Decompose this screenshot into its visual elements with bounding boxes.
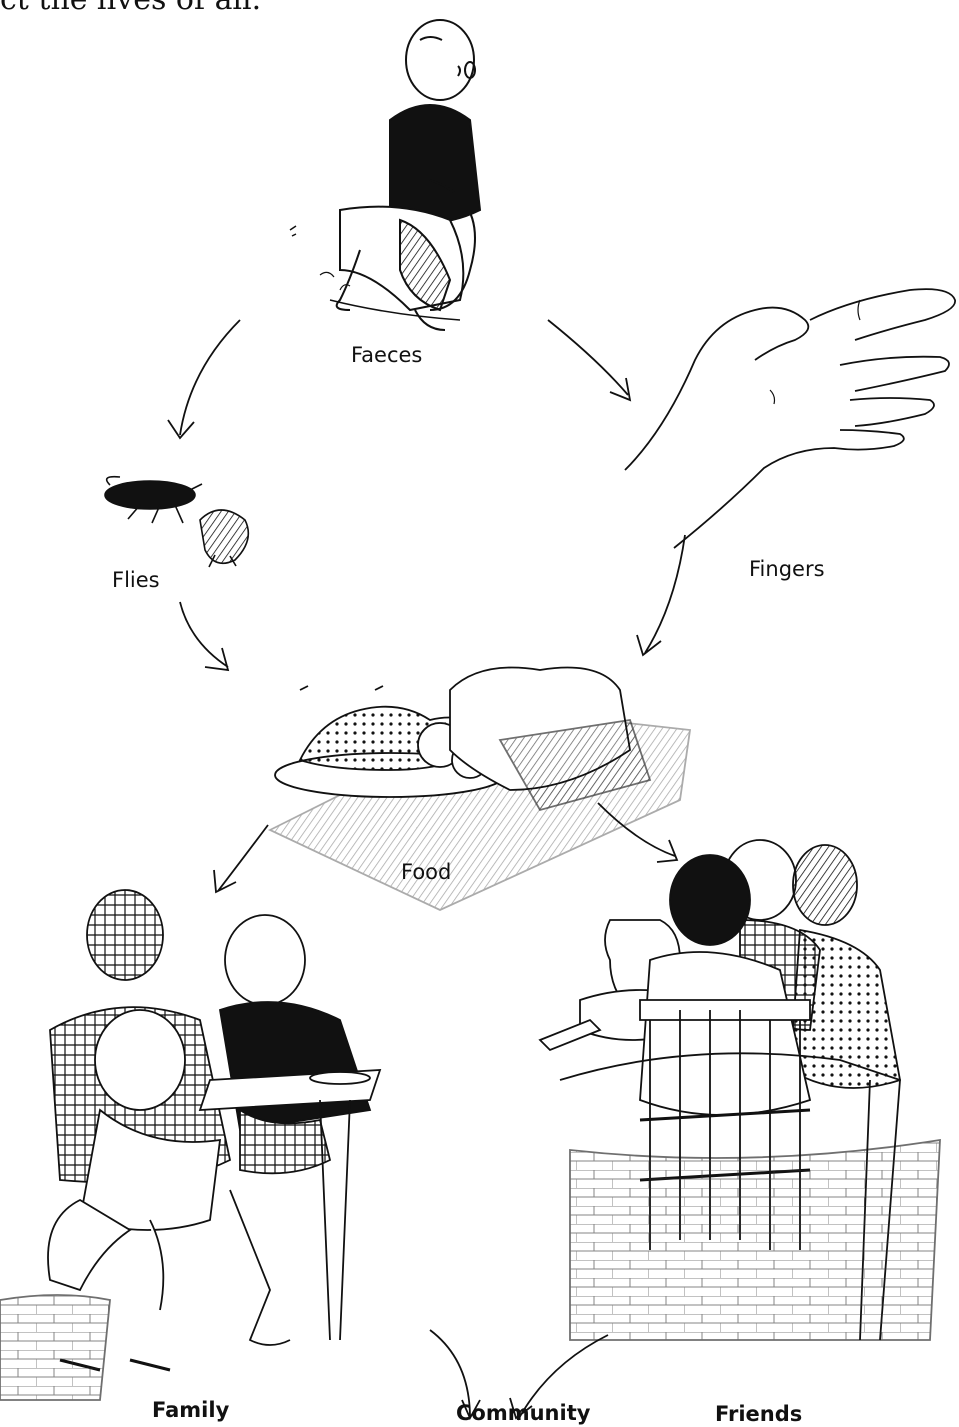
flies-illustration [105, 477, 248, 567]
label-flies: Flies [112, 568, 160, 592]
label-fingers: Fingers [749, 557, 825, 581]
food-illustration [270, 668, 690, 911]
hand-illustration [625, 289, 955, 548]
label-food: Food [401, 860, 451, 884]
arrow-food-to-family [214, 825, 268, 892]
arrow-flies-to-food [180, 602, 228, 670]
arrow-faeces-to-flies [168, 320, 240, 438]
squatting-child-illustration [290, 20, 480, 330]
label-friends: Friends [715, 1402, 802, 1426]
family-illustration [0, 890, 380, 1400]
label-community: Community [456, 1401, 590, 1425]
arrow-fingers-to-food [637, 535, 685, 655]
friends-illustration [540, 840, 940, 1340]
label-family: Family [152, 1398, 229, 1422]
label-faeces: Faeces [351, 343, 422, 367]
arrow-faeces-to-fingers [548, 320, 630, 400]
